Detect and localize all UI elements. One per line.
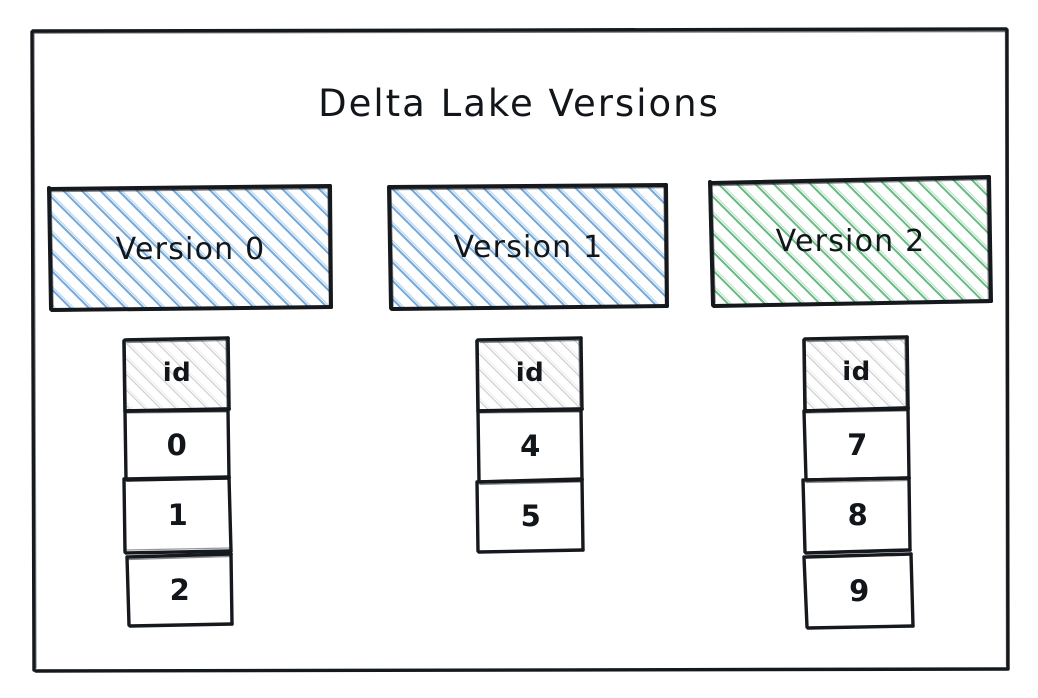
- table-row: [475, 477, 585, 554]
- version-box-0[interactable]: [47, 184, 333, 312]
- table-0-cell-1: 1: [167, 498, 189, 532]
- table-row: [122, 475, 233, 555]
- version-label-2: Version 2: [775, 224, 926, 259]
- version-label-0: Version 0: [115, 232, 266, 267]
- version-label-1: Version 1: [453, 230, 604, 265]
- table-2-cell-1: 8: [847, 498, 869, 532]
- table-row: [125, 552, 234, 628]
- table-0-cell-0: 0: [166, 428, 188, 462]
- table-row: [801, 476, 912, 555]
- page-title: Delta Lake Versions: [318, 82, 720, 125]
- table-1-header-id: id: [515, 358, 545, 388]
- table-2-cell-2: 9: [849, 574, 870, 608]
- table-1-cell-0: 4: [520, 429, 541, 463]
- table-row: [802, 552, 915, 630]
- outer-frame: [30, 27, 1010, 673]
- table-0-cell-2: 2: [169, 573, 191, 607]
- table-2-header-id: id: [842, 357, 871, 387]
- table-2-cell-0: 7: [847, 428, 868, 462]
- table-0-header-id: id: [162, 358, 192, 388]
- table-column-0: [122, 336, 234, 628]
- version-box-1[interactable]: [387, 183, 669, 311]
- version-box-2[interactable]: [708, 175, 993, 308]
- table-column-2: [801, 335, 915, 630]
- table-row: [475, 336, 584, 413]
- table-column-1: [475, 336, 585, 554]
- table-1-cell-1: 5: [520, 499, 542, 533]
- table-row: [122, 336, 231, 413]
